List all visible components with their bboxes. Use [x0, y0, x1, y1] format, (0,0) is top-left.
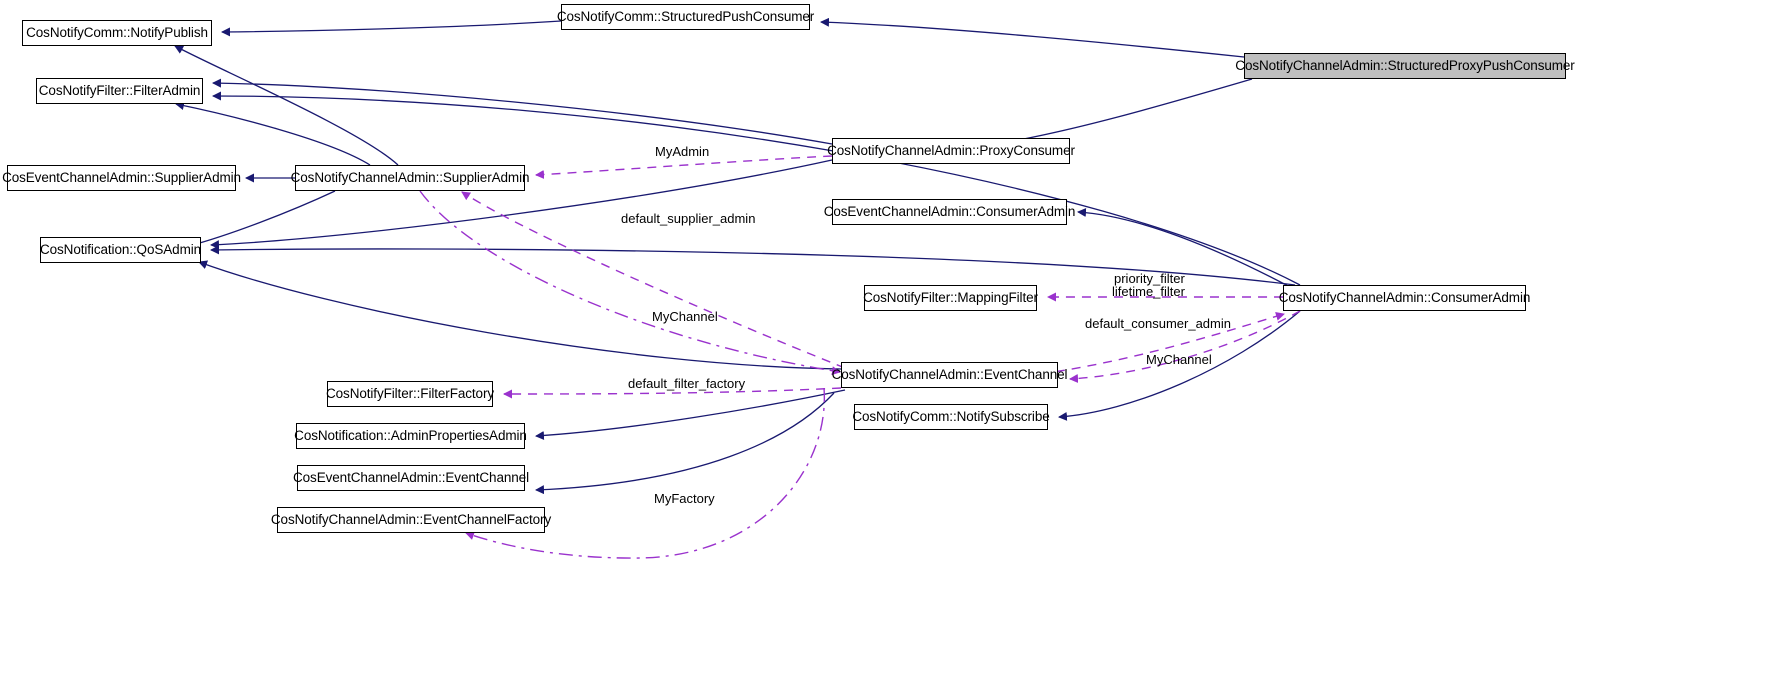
node-label: CosNotification::QoSAdmin [39, 242, 202, 258]
edge-proxyconsumer-qosadmin [210, 159, 833, 250]
usage-edges [419, 155, 1301, 559]
edge-label-default-filter-factory: default_filter_factory [628, 376, 746, 391]
edge-proxyconsumer-supplieradmin-myadmin [535, 155, 833, 180]
edge-notifyconsumeradmin-qosadmin [210, 245, 1296, 286]
node-cosnotifychanneladmin-proxyconsumer[interactable]: CosNotifyChannelAdmin::ProxyConsumer [827, 138, 1075, 164]
node-label: CosEventChannelAdmin::SupplierAdmin [2, 170, 241, 186]
node-cosnotifyfilter-filteradmin[interactable]: CosNotifyFilter::FilterAdmin [36, 78, 203, 104]
node-coseventchanneladmin-supplieradmin[interactable]: CosEventChannelAdmin::SupplierAdmin [2, 165, 241, 191]
node-label: CosNotifyChannelAdmin::EventChannel [831, 367, 1068, 383]
node-label: CosNotification::AdminPropertiesAdmin [294, 428, 527, 444]
edge-notifysupplieradmin-notifypublish [174, 45, 399, 166]
edge-supplieradmin-eventchannel-mychannel [419, 190, 841, 376]
node-cosnotifychanneladmin-supplieradmin[interactable]: CosNotifyChannelAdmin::SupplierAdmin [291, 165, 529, 191]
node-cosnotifychanneladmin-consumeradmin[interactable]: CosNotifyChannelAdmin::ConsumerAdmin [1279, 285, 1530, 311]
node-label: CosNotifyChannelAdmin::ConsumerAdmin [1278, 290, 1531, 306]
edge-eventchannel-coseventeventchannel [535, 392, 835, 495]
node-cosnotifycomm-structuredpushconsumer[interactable]: CosNotifyComm::StructuredPushConsumer [557, 4, 814, 30]
edge-label-myfactory: MyFactory [654, 491, 715, 506]
node-label: CosEventChannelAdmin::ConsumerAdmin [823, 204, 1076, 220]
edge-eventchannel-eventchannelfactory-myfactory [465, 387, 826, 559]
node-cosnotification-adminpropertiesadmin[interactable]: CosNotification::AdminPropertiesAdmin [294, 423, 527, 449]
edge-eventchannel-qosadmin [198, 260, 842, 370]
node-cosnotifychanneladmin-structuredproxypushconsumer[interactable]: CosNotifyChannelAdmin::StructuredProxyPu… [1235, 53, 1575, 79]
edge-sppc-proxyconsumer [995, 78, 1253, 148]
node-coseventchanneladmin-consumeradmin[interactable]: CosEventChannelAdmin::ConsumerAdmin [824, 199, 1075, 225]
node-label: CosNotifyChannelAdmin::SupplierAdmin [290, 170, 530, 186]
edge-notifysupplieradmin-qosadmin [188, 190, 336, 249]
inheritance-edges [174, 17, 1301, 495]
edge-eventchannel-filterfactory-defaultfilterfactory [503, 387, 842, 399]
edge-label-mychannel-left: MyChannel [652, 309, 718, 324]
node-cosnotification-qosadmin[interactable]: CosNotification::QoSAdmin [40, 237, 201, 263]
edge-proxyconsumer-filteradmin [212, 78, 833, 145]
edge-notifyconsumeradmin-coseventconsumeradmin [1077, 208, 1291, 288]
node-label: CosNotifyFilter::FilterAdmin [38, 83, 201, 99]
edge-eventchannel-supplieradmin-defaultsupplieradmin [461, 191, 846, 369]
node-cosnotifychanneladmin-eventchannelfactory[interactable]: CosNotifyChannelAdmin::EventChannelFacto… [271, 507, 551, 533]
edge-notifysupplieradmin-filteradmin [175, 101, 371, 166]
node-cosnotifyfilter-mappingfilter[interactable]: CosNotifyFilter::MappingFilter [863, 285, 1038, 311]
node-label: CosNotifyComm::NotifyPublish [26, 25, 208, 41]
edge-eventchannel-consumeradmin-defaultconsumeradmin [1039, 311, 1285, 375]
edge-consumeradmin-eventchannel-mychannel [1069, 310, 1301, 384]
edge-label-default-supplier-admin: default_supplier_admin [621, 211, 756, 226]
edge-label-myadmin: MyAdmin [655, 144, 710, 159]
edge-label-lifetime-filter: lifetime_filter [1112, 284, 1185, 299]
node-cosnotifycomm-notifypublish[interactable]: CosNotifyComm::NotifyPublish [22, 20, 212, 46]
node-label: CosNotifyComm::NotifySubscribe [852, 409, 1050, 425]
node-coseventchanneladmin-eventchannel[interactable]: CosEventChannelAdmin::EventChannel [293, 465, 529, 491]
node-cosnotifychanneladmin-eventchannel[interactable]: CosNotifyChannelAdmin::EventChannel [832, 362, 1068, 388]
node-label: CosNotifyFilter::FilterFactory [325, 386, 495, 402]
edge-structuredpushconsumer-notifypublish [221, 20, 562, 37]
edge-sppc-structuredpushconsumer [820, 17, 1245, 58]
node-cosnotifycomm-notifysubscribe[interactable]: CosNotifyComm::NotifySubscribe [852, 404, 1050, 430]
edge-label-priority-filter: priority_filter [1114, 271, 1185, 286]
node-label: CosNotifyChannelAdmin::EventChannelFacto… [270, 512, 552, 528]
node-label: CosEventChannelAdmin::EventChannel [293, 470, 529, 486]
node-label: CosNotifyFilter::MappingFilter [863, 290, 1038, 306]
node-label: CosNotifyChannelAdmin::ProxyConsumer [827, 143, 1075, 159]
node-cosnotifyfilter-filterfactory[interactable]: CosNotifyFilter::FilterFactory [325, 381, 495, 407]
edge-eventchannel-adminpropertiesadmin [535, 389, 846, 440]
edge-label-mychannel-right: MyChannel [1146, 352, 1212, 367]
node-label: CosNotifyComm::StructuredPushConsumer [556, 9, 815, 25]
node-label: CosNotifyChannelAdmin::StructuredProxyPu… [1235, 58, 1575, 74]
edge-label-default-consumer-admin: default_consumer_admin [1085, 316, 1231, 331]
edge-notifyconsumeradmin-notifysubscribe [1058, 310, 1301, 421]
